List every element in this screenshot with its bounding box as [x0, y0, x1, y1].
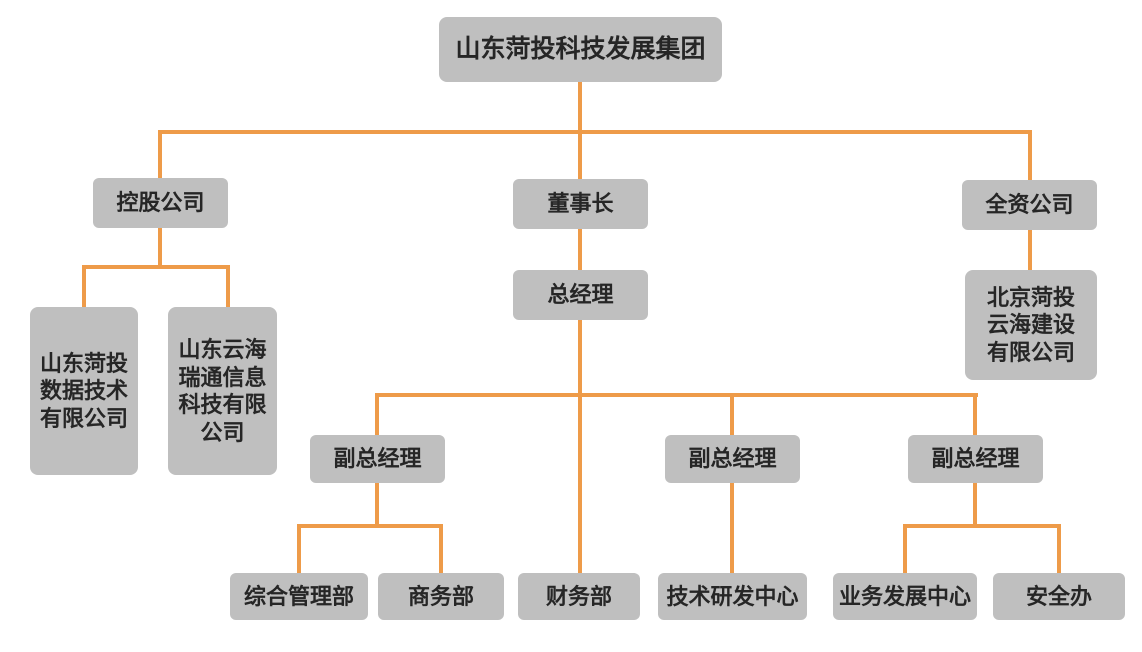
connector-drop-bizdev [903, 524, 907, 573]
node-wholly-owned: 全资公司 [962, 180, 1097, 230]
connector-drop-datatech [82, 265, 86, 307]
node-deputy-gm-2: 副总经理 [665, 435, 800, 483]
node-ruitong-company: 山东云海瑞通信息科技有限公司 [168, 307, 277, 475]
connector-drop-admin [297, 524, 301, 573]
node-rnd-center: 技术研发中心 [658, 573, 807, 620]
node-deputy-gm-3: 副总经理 [908, 435, 1043, 483]
connector-chairman-to-gm [578, 229, 582, 270]
connector-dgm3-down [973, 483, 977, 528]
connector-wholly-to-beijing [1028, 230, 1032, 270]
connector-drop-holding [158, 130, 162, 178]
node-chairman: 董事长 [513, 179, 648, 229]
node-group-root: 山东菏投科技发展集团 [439, 17, 722, 82]
connector-drop-dgm3 [973, 393, 977, 435]
node-holding-company: 控股公司 [93, 178, 228, 228]
connector-holding-down [158, 228, 162, 268]
connector-gm-to-finance [578, 320, 582, 573]
connector-gm-horizontal [375, 393, 978, 397]
node-deputy-gm-1: 副总经理 [310, 435, 445, 483]
connector-level1-horizontal [158, 130, 1032, 134]
node-business-dept: 商务部 [378, 573, 504, 620]
node-beijing-company: 北京菏投云海建设有限公司 [965, 270, 1097, 380]
node-safety-office: 安全办 [993, 573, 1125, 620]
node-data-tech-company: 山东菏投数据技术有限公司 [30, 307, 138, 475]
connector-drop-ruitong [226, 265, 230, 307]
connector-drop-dgm2 [730, 393, 734, 435]
connector-drop-safety [1057, 524, 1061, 573]
node-bizdev-center: 业务发展中心 [833, 573, 977, 620]
connector-drop-business [439, 524, 443, 573]
connector-drop-dgm1 [375, 393, 379, 435]
connector-holding-horizontal [82, 265, 230, 269]
connector-dgm3-horizontal [903, 524, 1061, 528]
node-finance-dept: 财务部 [518, 573, 640, 620]
node-general-manager: 总经理 [513, 270, 648, 320]
connector-dgm1-horizontal [297, 524, 443, 528]
connector-dgm2-to-rnd [730, 483, 734, 573]
connector-drop-wholly [1028, 130, 1032, 180]
node-admin-dept: 综合管理部 [230, 573, 368, 620]
connector-dgm1-down [375, 483, 379, 528]
